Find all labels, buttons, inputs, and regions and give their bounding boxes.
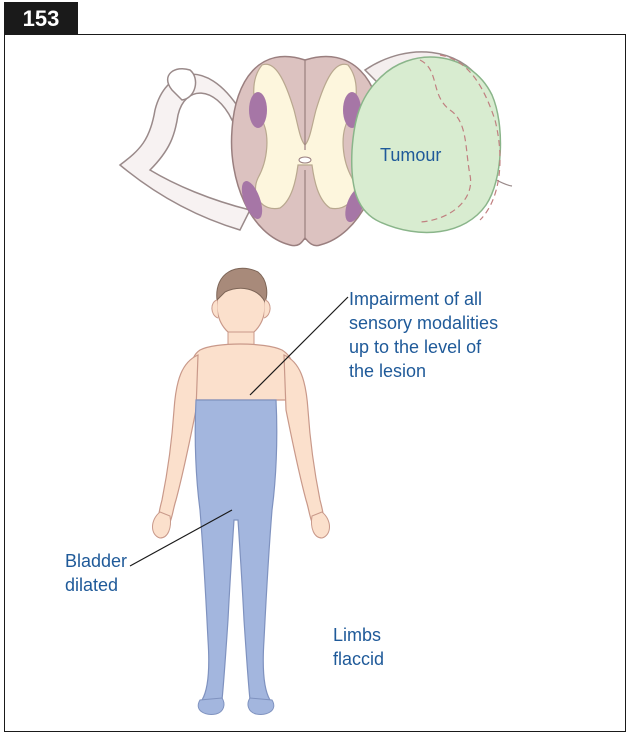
right-hand bbox=[311, 512, 329, 538]
bladder-label-line-1: Bladder bbox=[65, 549, 127, 573]
left-ear bbox=[212, 300, 218, 318]
left-tract-upper bbox=[249, 92, 267, 128]
impairment-label-line-4: the lesion bbox=[349, 359, 589, 383]
affected-lower-body bbox=[195, 400, 277, 705]
tumour-label: Tumour bbox=[380, 143, 441, 167]
left-arm bbox=[159, 355, 199, 528]
bladder-label-line-2: dilated bbox=[65, 573, 127, 597]
limbs-label: Limbs flaccid bbox=[333, 623, 384, 671]
right-arm bbox=[284, 355, 324, 528]
right-foot bbox=[248, 698, 274, 714]
upper-torso bbox=[191, 344, 296, 400]
impairment-label-line-1: Impairment of all bbox=[349, 287, 589, 311]
left-hand bbox=[153, 512, 171, 538]
bladder-label: Bladder dilated bbox=[65, 549, 127, 597]
impairment-label-line-2: sensory modalities bbox=[349, 311, 589, 335]
central-canal bbox=[299, 157, 311, 163]
limbs-label-line-2: flaccid bbox=[333, 647, 384, 671]
impairment-label: Impairment of all sensory modalities up … bbox=[349, 287, 589, 383]
left-foot bbox=[198, 698, 224, 714]
body-figure bbox=[153, 268, 330, 714]
impairment-label-line-3: up to the level of bbox=[349, 335, 589, 359]
limbs-label-line-1: Limbs bbox=[333, 623, 384, 647]
spinal-cord-cross-section bbox=[120, 52, 512, 246]
right-ear bbox=[264, 300, 270, 318]
